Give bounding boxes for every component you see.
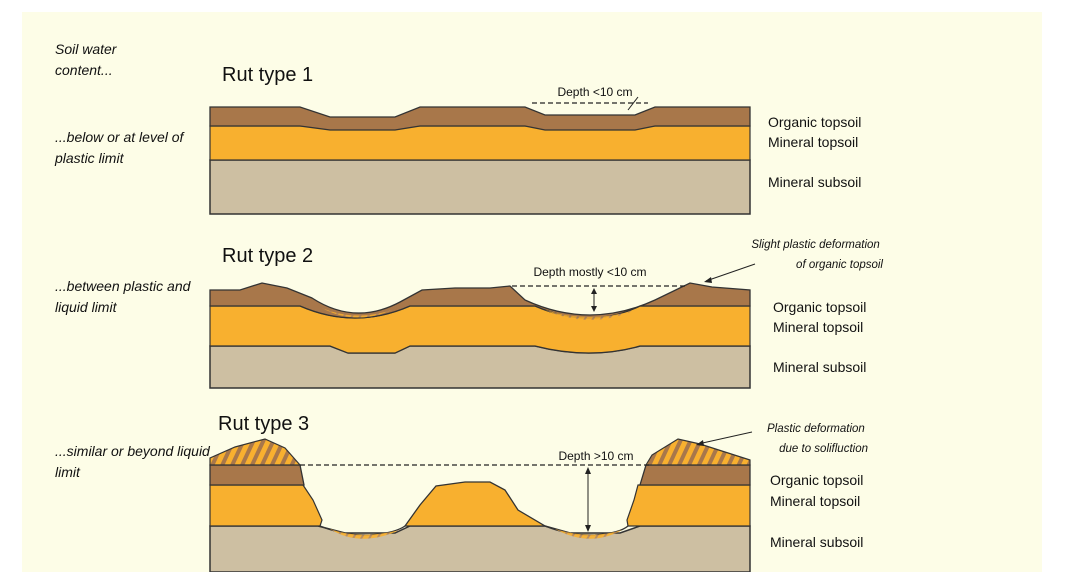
organic-topsoil-right [639, 464, 751, 486]
organic-topsoil-layer [209, 106, 751, 131]
depth-label-2: Depth mostly <10 cm [533, 265, 646, 279]
solifluction-mound-left [209, 438, 302, 466]
rut-type-1-profile [209, 96, 751, 215]
organic-topsoil-layer [209, 282, 751, 319]
deformation-pointer-head [704, 277, 712, 283]
deformation-pointer [705, 263, 756, 282]
water-condition-2: ...between plastic and liquid limit [55, 278, 194, 315]
solifluction-pointer-head [696, 440, 704, 446]
layer-label-mineral-subsoil: Mineral subsoil [768, 174, 861, 190]
deformation-zone-right [545, 310, 635, 320]
layer-label-mineral-topsoil: Mineral topsoil [770, 493, 860, 509]
rut-type-2-profile [209, 263, 756, 389]
layer-label-organic-topsoil: Organic topsoil [773, 299, 866, 315]
rut-types-diagram: Soil water content... Rut type 1 Rut typ… [54, 41, 883, 572]
rut-type-3-title: Rut type 3 [218, 413, 309, 435]
mineral-topsoil-left [209, 484, 323, 527]
layer-label-mineral-subsoil: Mineral subsoil [770, 534, 863, 550]
deformation-zone-left [330, 529, 400, 539]
layer-label-mineral-topsoil: Mineral topsoil [768, 134, 858, 150]
depth-pointer [627, 96, 639, 111]
mineral-topsoil-layer [209, 305, 751, 354]
mineral-topsoil-layer [209, 125, 751, 161]
depth-arrow-head-down [585, 525, 591, 532]
depth-arrow-head-up [591, 288, 597, 294]
central-ridge [403, 481, 548, 527]
deformation-note-3: Plastic deformation due to solifluction [767, 423, 868, 455]
deformation-zone-right [555, 529, 622, 539]
depth-label-3: Depth >10 cm [558, 449, 633, 463]
rut-type-2-title: Rut type 2 [222, 245, 313, 267]
mineral-subsoil-layer [209, 159, 751, 215]
layer-label-organic-topsoil: Organic topsoil [768, 114, 861, 130]
solifluction-pointer [697, 431, 753, 445]
mineral-subsoil-layer [209, 345, 751, 389]
diagram-panel: Soil water content... Rut type 1 Rut typ… [22, 12, 1042, 572]
mineral-topsoil-right [626, 484, 751, 527]
deformation-note-2: Slight plastic deformation of organic to… [751, 239, 883, 271]
water-condition-1: ...below or at level of plastic limit [54, 129, 187, 166]
layer-label-mineral-subsoil: Mineral subsoil [773, 359, 866, 375]
solifluction-mound-right [644, 438, 751, 466]
rut-type-1-title: Rut type 1 [222, 64, 313, 86]
layer-label-organic-topsoil: Organic topsoil [770, 472, 863, 488]
water-condition-3: ...similar or beyond liquid limit [55, 443, 214, 480]
depth-label-1: Depth <10 cm [557, 85, 632, 99]
depth-arrow-head-up [585, 467, 591, 474]
soil-water-title: Soil water content... [55, 41, 120, 78]
mineral-subsoil-layer [209, 525, 751, 572]
organic-topsoil-left [209, 464, 305, 486]
deformation-zone-left [322, 308, 392, 318]
rut-type-3-profile [209, 431, 753, 572]
layer-label-mineral-topsoil: Mineral topsoil [773, 319, 863, 335]
depth-arrow-head-down [591, 306, 597, 312]
